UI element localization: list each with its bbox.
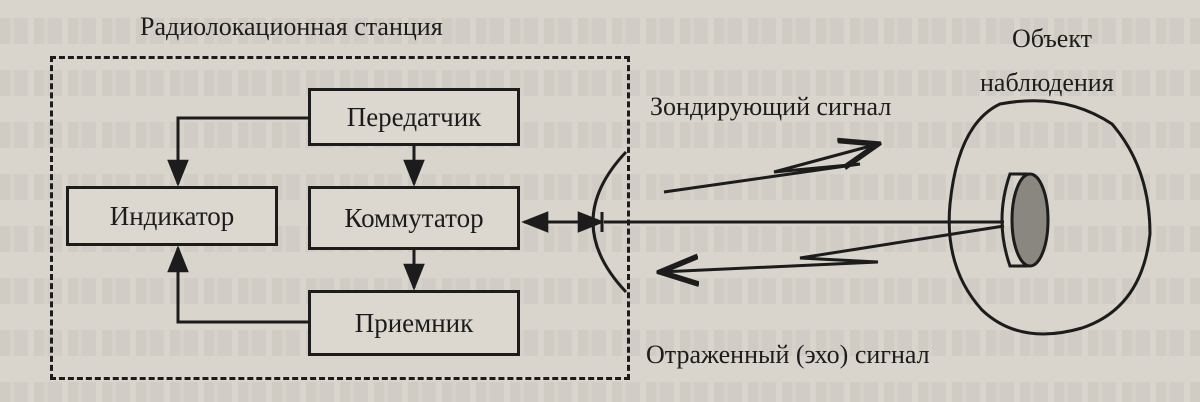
antenna-dish: [591, 150, 628, 294]
target-cylinder-body: [1000, 172, 1028, 268]
receiver-to-indicator-line: [167, 245, 308, 324]
observation-object-outline: [947, 99, 1152, 336]
transmitter-block: Передатчик: [308, 88, 520, 146]
indicator-block: Индикатор: [66, 186, 278, 246]
receiver-block: Приемник: [308, 290, 520, 356]
switch-label: Коммутатор: [344, 202, 484, 233]
object-label-line2: наблюдения: [980, 68, 1114, 97]
receiver-label: Приемник: [354, 307, 474, 338]
probe-signal-arrow: [663, 144, 878, 194]
target-cylinder-face: [1010, 172, 1050, 268]
transmitter-label: Передатчик: [346, 101, 482, 132]
switch-block: Коммутатор: [308, 186, 520, 250]
probe-signal-label: Зондирующий сигнал: [650, 92, 892, 121]
indicator-label: Индикатор: [109, 200, 235, 231]
station-title: Радиолокационная станция: [140, 12, 443, 41]
object-label-line1: Объект: [1012, 24, 1092, 53]
echo-signal-arrow: [660, 224, 1005, 272]
radar-station-boundary: [50, 56, 630, 380]
transmitter-to-indicator-line: [167, 116, 308, 187]
echo-signal-label: Отраженный (эхо) сигнал: [646, 340, 930, 369]
